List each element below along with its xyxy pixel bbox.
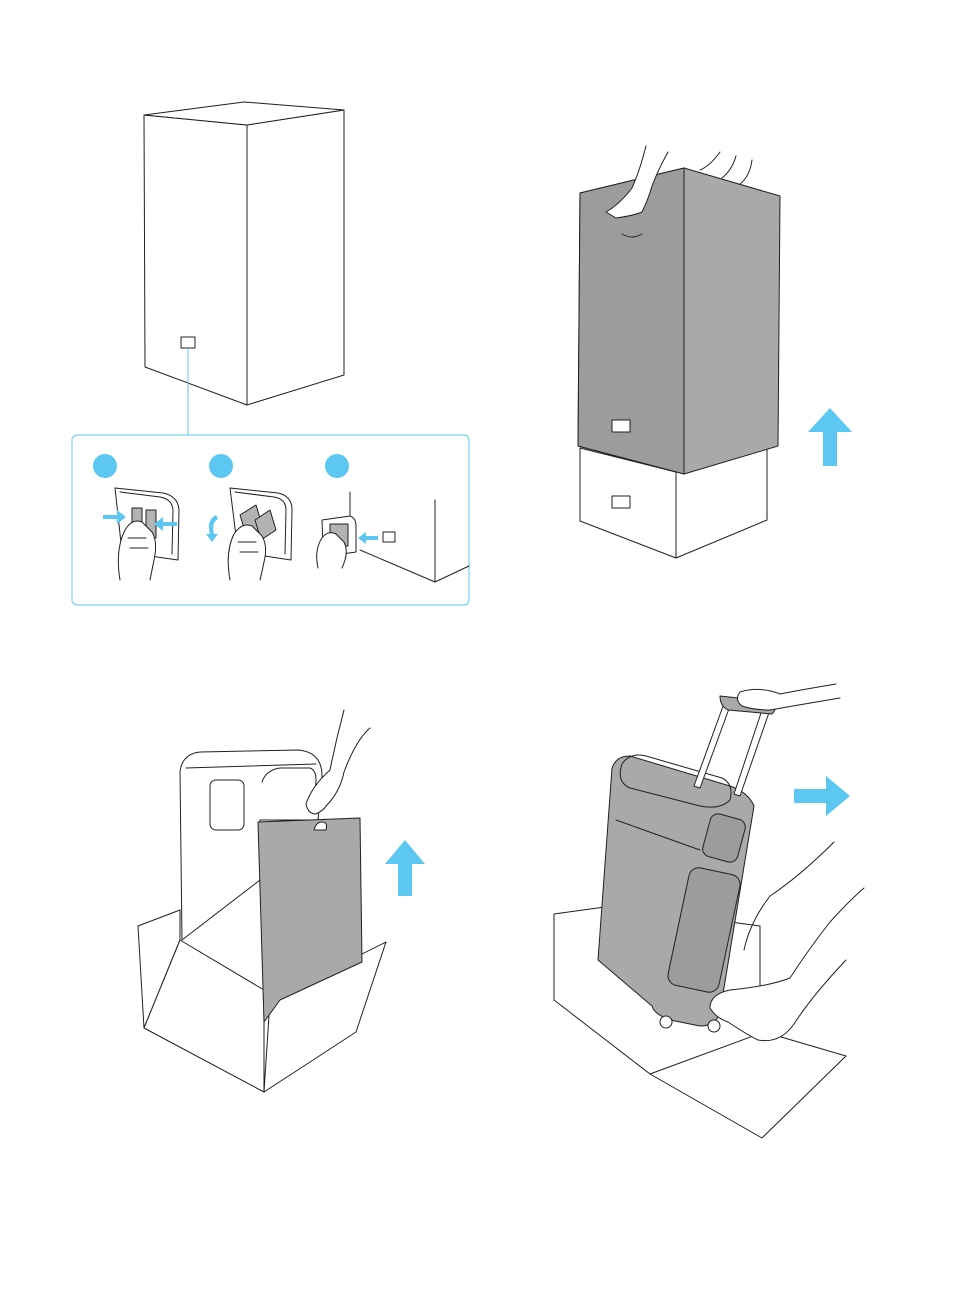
- substep-2-rotate: [206, 454, 292, 580]
- handle-slot-icon: [612, 420, 630, 432]
- roll-out-illustration: [550, 660, 860, 1150]
- substep-3-marker: [325, 454, 349, 478]
- remove-sleeve-illustration: [130, 700, 440, 1100]
- step-lift-outer-box: [560, 130, 870, 570]
- arrow-up-icon: [808, 408, 852, 466]
- step-open-handle-slot: [60, 90, 480, 610]
- lift-box-illustration: [560, 130, 870, 570]
- arrow-up-icon: [385, 840, 425, 896]
- substep-1-marker: [93, 454, 117, 478]
- rotate-icon: [206, 515, 218, 542]
- closed-box-illustration: [60, 90, 480, 610]
- arrow-right-icon: [794, 776, 850, 816]
- step-roll-out-unit: [550, 660, 860, 1150]
- substep-2-marker: [209, 454, 233, 478]
- handle-slot-icon: [181, 337, 195, 348]
- closed-box: [144, 102, 344, 405]
- substep-1-push-in: [93, 454, 179, 580]
- substep-3-insert: [317, 454, 469, 582]
- step-remove-protective-sleeve: [130, 700, 440, 1100]
- hand-pulling-handle: [737, 684, 840, 710]
- insert-icon: [358, 532, 378, 544]
